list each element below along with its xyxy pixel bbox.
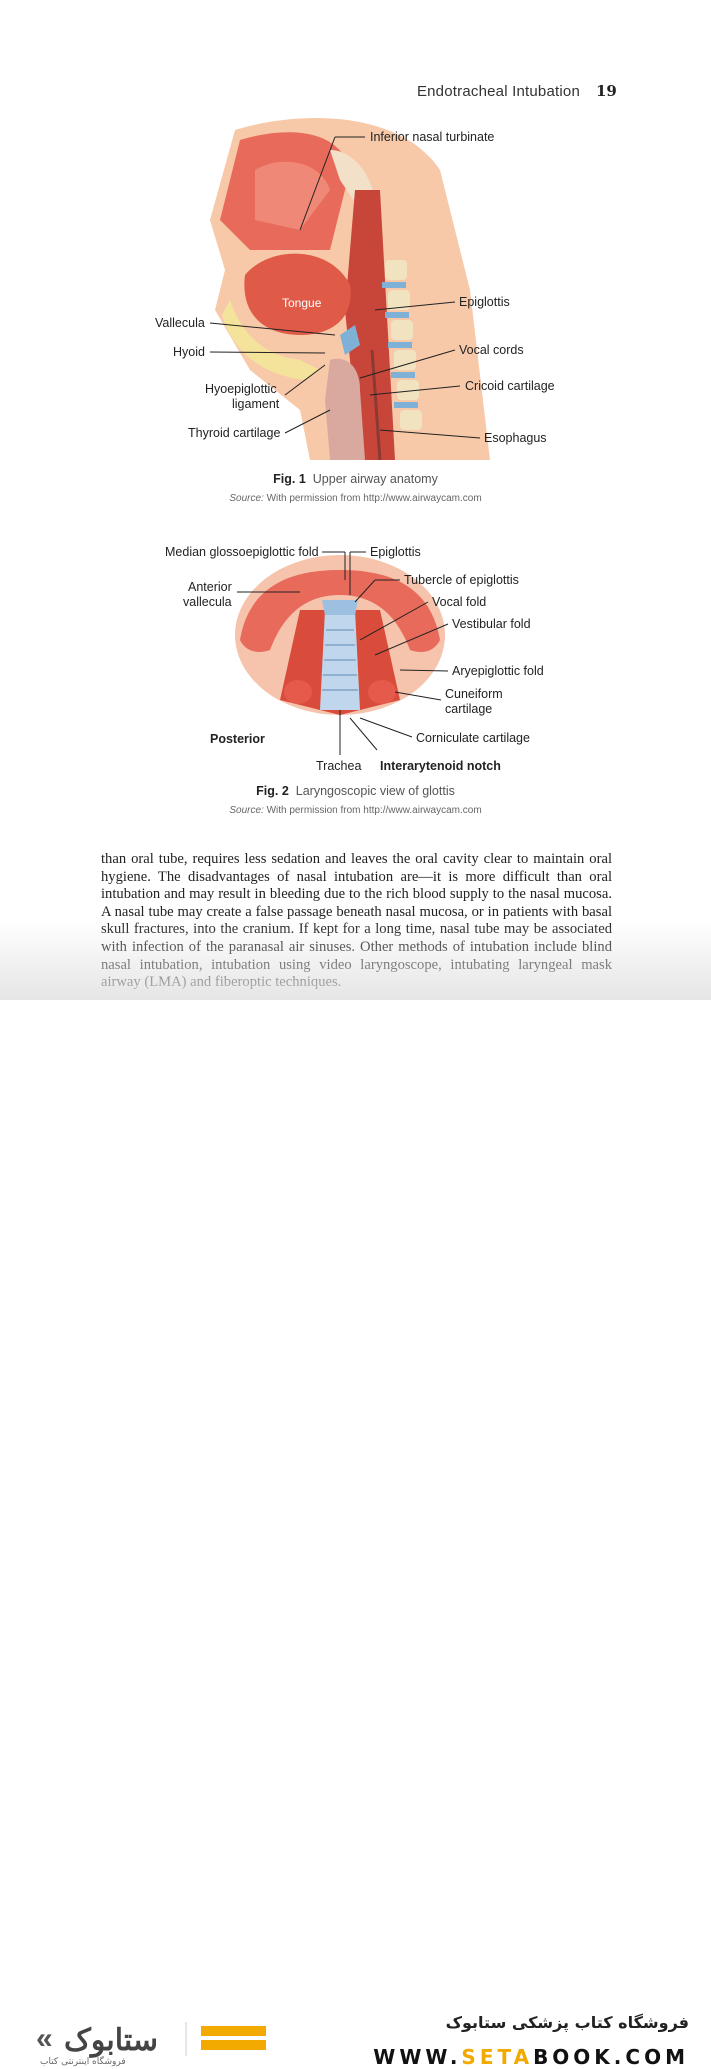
esophagus-shape xyxy=(370,349,382,460)
epiglottis-rim xyxy=(240,570,440,652)
figure-2-caption: Fig. 2 Laryngoscopic view of glottis xyxy=(0,784,711,798)
cervical-spine xyxy=(382,260,422,430)
label-corniculate-cartilage: Corniculate cartilage xyxy=(416,731,530,745)
label-epiglottis: Epiglottis xyxy=(459,295,510,309)
label-tubercle-of-epiglottis: Tubercle of epiglottis xyxy=(404,573,519,587)
figure-2-illustration: Median glossoepiglottic fold Epiglottis … xyxy=(165,545,544,773)
figure-2-caption-text: Laryngoscopic view of glottis xyxy=(295,784,455,798)
page-number: 19 xyxy=(596,82,617,100)
label-hyoepiglottic-2: ligament xyxy=(232,397,280,411)
label-vestibular-fold: Vestibular fold xyxy=(452,617,531,631)
label-aryepiglottic-fold: Aryepiglottic fold xyxy=(452,664,544,678)
figure-2-leaders xyxy=(237,551,449,755)
publisher-banner: « ستابوک فروشگاه اینترنتی کتاب فروشگاه ک… xyxy=(0,1000,711,2069)
figure-1-caption-text: Upper airway anatomy xyxy=(312,472,438,486)
figure-2-source-label: Source: xyxy=(229,805,264,816)
label-cuneiform-1: Cuneiform xyxy=(445,687,503,701)
banner-url-post: BOOK.COM xyxy=(533,2045,689,2069)
cuneiform-right xyxy=(368,680,396,704)
label-interarytenoid-notch: Interarytenoid notch xyxy=(380,759,501,773)
label-vocal-cords: Vocal cords xyxy=(459,343,524,357)
figure-1-source-label: Source: xyxy=(229,493,264,504)
label-thyroid-cartilage: Thyroid cartilage xyxy=(188,426,280,440)
label-epiglottis-2: Epiglottis xyxy=(370,545,421,559)
cuneiform-left xyxy=(284,680,312,704)
running-header-title: Endotracheal Intubation xyxy=(416,83,580,100)
banner-url-accent: SETA xyxy=(461,2045,534,2069)
banner-url-pre: WWW. xyxy=(373,2045,462,2069)
label-inferior-nasal-turbinate: Inferior nasal turbinate xyxy=(370,130,494,144)
logo-subtitle: فروشگاه اینترنتی کتاب xyxy=(40,2057,126,2067)
figure-2-caption-label: Fig. 2 xyxy=(256,784,289,798)
figure-1-source-text: With permission from http://www.airwayca… xyxy=(266,493,482,504)
figure-1-caption-label: Fig. 1 xyxy=(273,472,306,486)
book-page: Endotracheal Intubation 19 xyxy=(0,0,711,1000)
jaw-fat xyxy=(222,300,320,380)
figure-1-illustration: Inferior nasal turbinate Tongue Epiglott… xyxy=(155,118,555,460)
label-cuneiform-2: cartilage xyxy=(445,702,492,716)
banner-url[interactable]: WWW.SETABOOK.COM xyxy=(373,2045,689,2069)
inferior-turbinate xyxy=(255,161,330,230)
tongue xyxy=(244,253,351,335)
figure-1-leaders xyxy=(209,136,481,439)
label-anterior-1: Anterior xyxy=(188,580,232,594)
figure-2-source: Source: With permission from http://www.… xyxy=(0,805,711,816)
tracheal-ring-lines xyxy=(322,629,358,691)
setabook-logo: « ستابوک xyxy=(36,2022,266,2058)
figure-1-caption: Fig. 1 Upper airway anatomy xyxy=(0,472,711,486)
label-hyoid: Hyoid xyxy=(173,345,205,359)
label-esophagus: Esophagus xyxy=(484,431,547,445)
logo-wordmark: ستابوک xyxy=(64,2024,158,2058)
figure-1-source: Source: With permission from http://www.… xyxy=(0,493,711,504)
label-posterior: Posterior xyxy=(210,732,265,746)
logo-chevrons-icon: « xyxy=(36,2022,53,2055)
logo-book-icon xyxy=(201,2026,266,2036)
label-median-glossoepiglottic-fold: Median glossoepiglottic fold xyxy=(165,545,319,559)
label-cricoid-cartilage: Cricoid cartilage xyxy=(465,379,555,393)
label-anterior-2: vallecula xyxy=(183,595,232,609)
figure-2-source-text: With permission from http://www.airwayca… xyxy=(266,805,482,816)
label-hyoepiglottic-1: Hyoepiglottic xyxy=(205,382,277,396)
label-vocal-fold: Vocal fold xyxy=(432,595,486,609)
label-trachea: Trachea xyxy=(316,759,361,773)
tubercle-shape xyxy=(322,600,358,615)
banner-persian-title: فروشگاه کتاب پزشکی ستابوک xyxy=(445,2013,689,2032)
label-vallecula: Vallecula xyxy=(155,316,205,330)
epiglottis-shape xyxy=(340,325,360,355)
label-tongue: Tongue xyxy=(282,296,322,310)
body-paragraph: than oral tube, requires less sedation a… xyxy=(101,851,612,991)
larynx xyxy=(325,358,365,460)
